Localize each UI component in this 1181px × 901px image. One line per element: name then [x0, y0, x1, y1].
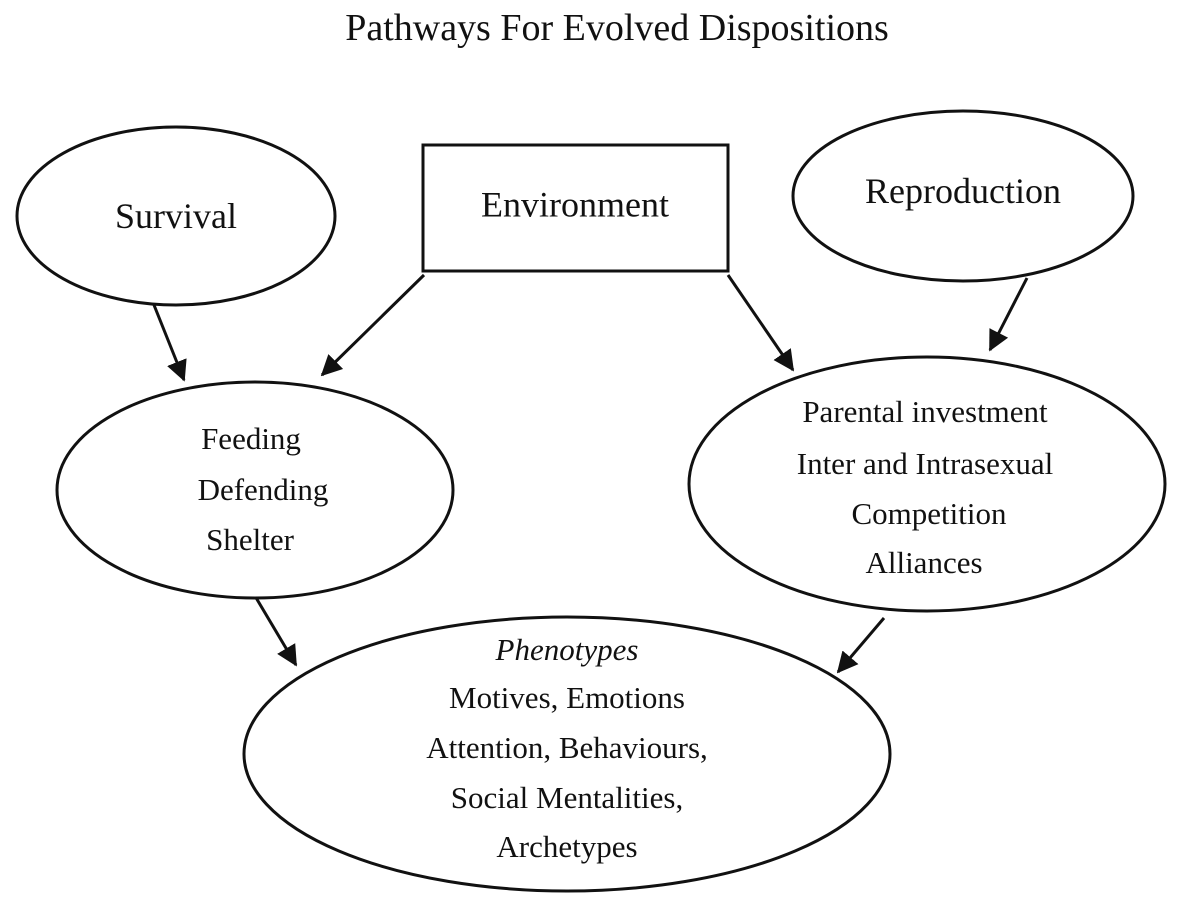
edge-reproduction-to-needs — [988, 277, 1029, 352]
phenotypes-line-2: Attention, Behaviours, — [426, 730, 708, 765]
survival-needs-line-2: Defending — [198, 472, 329, 507]
reproduction-needs-line-1: Parental investment — [802, 394, 1048, 429]
survival-needs-line-3: Shelter — [206, 522, 294, 557]
edges — [152, 273, 1029, 674]
survival-needs-node: Feeding Defending Shelter — [55, 380, 455, 600]
reproduction-needs-line-4: Alliances — [865, 545, 982, 580]
phenotypes-line-1: Motives, Emotions — [449, 680, 685, 715]
phenotypes-node: Phenotypes Motives, Emotions Attention, … — [242, 615, 892, 893]
environment-label: Environment — [481, 184, 669, 224]
phenotypes-line-3: Social Mentalities, — [451, 780, 683, 815]
survival-label: Survival — [115, 196, 237, 236]
environment-node: Environment — [421, 143, 730, 273]
diagram-title: Pathways For Evolved Dispositions — [345, 7, 889, 49]
survival-node: Survival — [15, 125, 337, 307]
reproduction-needs-line-3: Competition — [852, 496, 1008, 531]
edge-environment-to-reproduction-needs — [726, 274, 795, 372]
survival-needs-line-1: Feeding — [201, 421, 301, 456]
reproduction-node: Reproduction — [791, 109, 1135, 283]
edge-survival-to-needs — [152, 304, 187, 382]
reproduction-needs-node: Parental investment Inter and Intrasexua… — [687, 355, 1167, 613]
edge-environment-to-survival-needs — [320, 273, 426, 377]
edge-reproduction-needs-to-phenotypes — [836, 617, 886, 674]
phenotypes-line-4: Archetypes — [496, 829, 637, 864]
reproduction-label: Reproduction — [865, 171, 1061, 211]
edge-survival-needs-to-phenotypes — [253, 595, 298, 667]
reproduction-needs-line-2: Inter and Intrasexual — [797, 446, 1054, 481]
phenotypes-heading: Phenotypes — [495, 632, 639, 667]
